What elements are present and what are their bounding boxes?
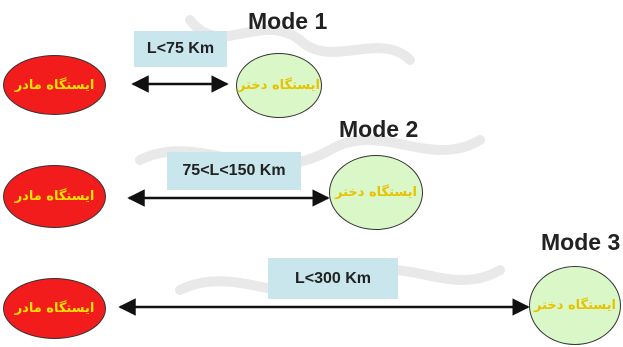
daughter-station-mode-1: ایستگاه دختر [236, 53, 322, 118]
mother-station-mode-1: ایستگاه مادر [3, 55, 106, 115]
distance-label-mode-3: L<300 Km [268, 258, 398, 299]
mode-3-title: Mode 3 [541, 229, 621, 255]
mode-2-title: Mode 2 [339, 116, 419, 142]
mother-station-mode-2: ایستگاه مادر [3, 165, 106, 228]
daughter-station-mode-2: ایستگاه دختر [329, 155, 423, 230]
mode-1-title: Mode 1 [248, 8, 328, 34]
mother-station-mode-3: ایستگاه مادر [3, 278, 106, 339]
distance-label-mode-2: 75<L<150 Km [167, 152, 301, 190]
distance-label-mode-1: L<75 Km [134, 31, 227, 67]
